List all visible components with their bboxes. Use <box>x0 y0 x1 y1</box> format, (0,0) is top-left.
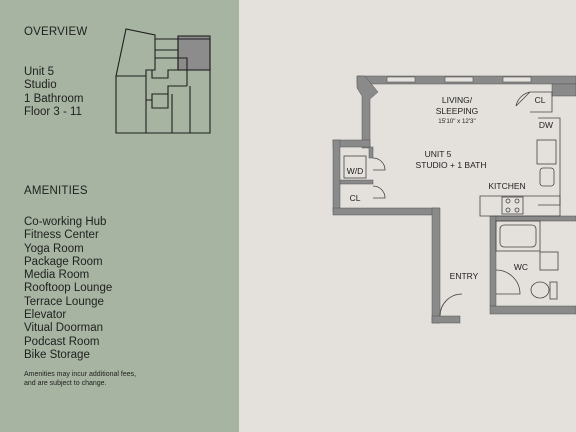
amenity-item: Terrace Lounge <box>24 295 104 308</box>
closet-fixtures <box>343 91 553 199</box>
label-unit: UNIT 5 <box>425 149 452 159</box>
label-dw: DW <box>539 120 553 130</box>
label-entry: ENTRY <box>450 271 479 281</box>
door-swing <box>372 185 386 199</box>
wall-closet-left <box>332 139 341 213</box>
washer-dryer <box>343 155 367 179</box>
amenity-item: Podcast Room <box>24 335 100 348</box>
amenity-item: Package Room <box>24 255 103 268</box>
cooktop-burner <box>514 198 520 204</box>
dishwasher <box>536 139 557 165</box>
wall-entry-bottom-left <box>431 315 461 324</box>
unit-info: Unit 5 Studio 1 Bathroom Floor 3 - 11 <box>24 66 83 119</box>
amenities-heading: AMENITIES <box>24 185 88 197</box>
keyplan-highlight-unit <box>177 35 211 71</box>
toilet-tank <box>549 281 558 300</box>
label-unit-type: STUDIO + 1 BATH <box>416 160 487 170</box>
bathtub <box>495 220 541 252</box>
keyplan-line <box>151 94 169 109</box>
window <box>386 76 416 83</box>
wall-right-top <box>551 83 576 97</box>
label-wd: W/D <box>347 166 364 176</box>
amenities-note: Amenities may incur additional fees, and… <box>24 371 136 388</box>
window <box>502 76 532 83</box>
label-living: LIVING/ <box>442 95 473 105</box>
cooktop-burner <box>505 207 511 213</box>
label-cl-top: CL <box>535 95 546 105</box>
wall-left-upper <box>356 75 379 149</box>
amenities-note-line: Amenities may incur additional fees, <box>24 371 137 378</box>
wall-bath-left <box>489 215 497 307</box>
wall-entry-left <box>431 207 441 324</box>
counter-right <box>538 117 561 206</box>
label-kitchen: KITCHEN <box>488 181 525 191</box>
amenity-item: Bike Storage <box>24 348 90 361</box>
label-cl-left: CL <box>350 193 361 203</box>
vanity <box>539 251 559 271</box>
amenity-item: Yoga Room <box>24 242 84 255</box>
unit-type: Studio <box>24 79 57 92</box>
keyplan-line <box>146 58 156 71</box>
closet-cl-top <box>530 91 553 113</box>
door-swing-cl-top <box>515 91 531 107</box>
bathtub-inner <box>499 224 537 248</box>
counter-bottom <box>479 195 561 217</box>
bath-fixtures <box>439 220 559 317</box>
amenity-item: Elevator <box>24 309 67 322</box>
sink <box>539 167 555 187</box>
wall-bath-bottom <box>489 305 576 315</box>
door-swing-bath <box>495 269 521 295</box>
wall-closet-divider <box>339 179 374 185</box>
amenity-item: Co-working Hub <box>24 216 107 228</box>
wall-closet-jamb <box>368 146 374 159</box>
door-swing <box>372 157 386 171</box>
amenity-item: Fitness Center <box>24 229 99 242</box>
amenities-list: Co-working Hub Fitness Center Yoga Room … <box>24 216 112 362</box>
unit-number: Unit 5 <box>24 66 55 78</box>
label-sleeping: SLEEPING <box>436 106 479 116</box>
overview-heading: OVERVIEW <box>24 26 88 38</box>
cooktop-burner <box>514 207 520 213</box>
cooktop-burner <box>505 198 511 204</box>
windows <box>386 76 532 83</box>
label-living-dims: 15'10" x 12'3" <box>438 118 475 125</box>
window <box>444 76 474 83</box>
door-swing-entry <box>439 293 463 317</box>
keyplan-outline <box>115 28 211 134</box>
amenity-item: Rooftoop Lounge <box>24 282 113 295</box>
amenity-item: Media Room <box>24 269 90 282</box>
unit-floors: Floor 3 - 11 <box>24 105 82 118</box>
kitchen-counters <box>479 117 561 217</box>
amenities-note-line: and are subject to change. <box>24 379 107 387</box>
label-wc: WC <box>514 262 528 272</box>
info-panel: OVERVIEW Unit 5 Studio 1 Bathroom Floor … <box>0 0 239 432</box>
keyplan-diagram <box>115 28 211 134</box>
toilet <box>530 281 550 299</box>
wall-bath-top <box>495 215 576 222</box>
amenity-item: Vitual Doorman <box>24 322 104 335</box>
wall-closet-bottom <box>332 207 440 216</box>
cooktop <box>501 196 524 215</box>
unit-bathrooms: 1 Bathroom <box>24 92 84 105</box>
